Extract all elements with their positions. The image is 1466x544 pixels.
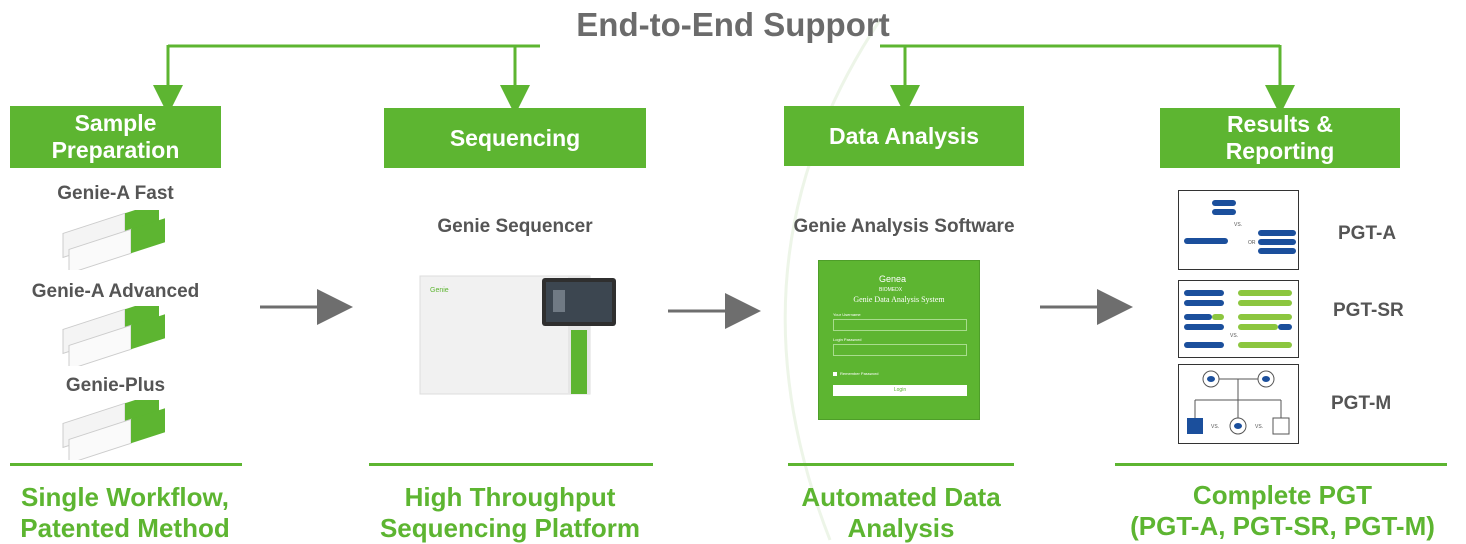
report-pgt-sr-image: VS. [1178,280,1299,358]
kit-box-image [62,400,165,460]
login-button-label: Login [893,387,907,393]
sequencer-image: Genie [419,275,616,395]
stage-sample-preparation: Sample Preparation [10,106,221,168]
page-title: End-to-End Support [576,6,890,43]
stage-label: Results & Reporting [1225,111,1335,164]
result-caption-1: Single Workflow, Patented Method [20,482,230,543]
report-label-pgt-m: PGT-M [1331,393,1392,414]
system-title: Genie Data Analysis System [853,295,945,304]
divider-2 [369,463,653,466]
stage-data-analysis: Data Analysis [784,106,1024,166]
kit-box-image [62,306,165,366]
svg-text:VS.: VS. [1255,424,1263,430]
report-pgt-a-image: VS. OR [1178,190,1299,270]
login-button[interactable]: Login [833,385,967,396]
remember-checkbox[interactable] [833,372,837,376]
divider-4 [1115,463,1447,466]
svg-text:VS.: VS. [1211,424,1219,430]
kit-label-advanced: Genie-A Advanced [31,281,200,302]
result-caption-3: Automated Data Analysis [801,482,1001,543]
remember-label: Remember Password [840,371,879,376]
report-pgt-m-image: VS. VS. [1178,364,1299,444]
svg-text:OR: OR [1248,240,1256,246]
divider-3 [788,463,1014,466]
username-field[interactable] [833,319,967,331]
sequencer-label: Genie Sequencer [437,216,593,237]
password-label: Login Password [833,337,862,342]
divider-1 [10,463,242,466]
brand-name: Genea [879,274,907,284]
kit-label-plus: Genie-Plus [65,375,166,396]
svg-text:VS.: VS. [1230,333,1238,339]
software-screen: Genea BIOMEDX Genie Data Analysis System… [818,260,980,420]
stage-sequencing: Sequencing [384,108,646,168]
svg-text:VS.: VS. [1234,222,1242,228]
software-label: Genie Analysis Software [793,216,1015,237]
stage-label: Sequencing [449,124,581,151]
stage-results-reporting: Results & Reporting [1160,108,1400,168]
stage-label: Sample Preparation [51,110,180,163]
report-label-pgt-a: PGT-A [1338,223,1397,244]
software-logo: Genea BIOMEDX [879,275,906,295]
report-label-pgt-sr: PGT-SR [1333,300,1404,321]
brand-sub: BIOMEDX [879,287,903,293]
result-caption-4: Complete PGT (PGT-A, PGT-SR, PGT-M) [1130,480,1435,541]
username-label: Your Username [833,312,861,317]
kit-box-image [62,210,165,270]
kit-label-fast: Genie-A Fast [57,183,174,204]
password-field[interactable] [833,344,967,356]
stage-label: Data Analysis [829,122,979,149]
svg-text:Genie: Genie [430,287,449,294]
result-caption-2: High Throughput Sequencing Platform [379,482,641,543]
